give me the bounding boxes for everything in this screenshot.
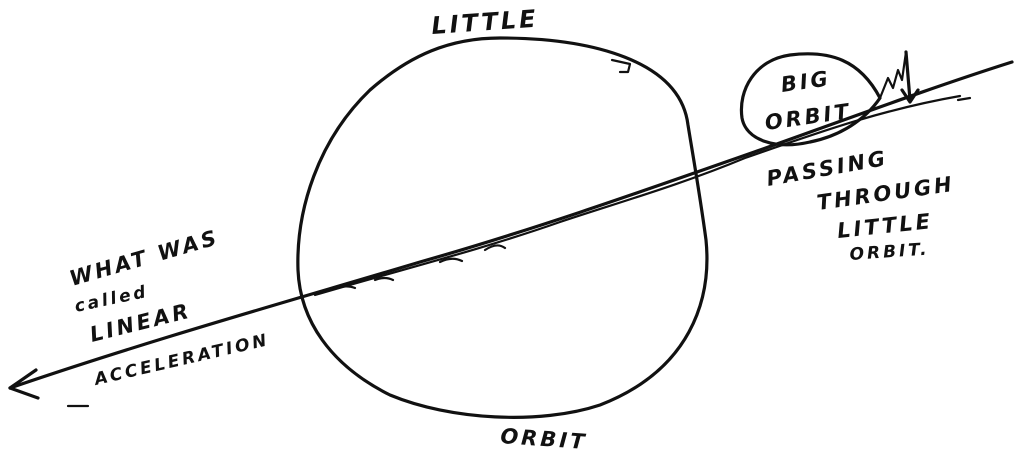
label-orbit-2: ORBIT.: [849, 239, 930, 265]
orbit-direction-tick: [612, 60, 630, 72]
label-big: BIG: [779, 66, 832, 97]
label-orbit: ORBIT: [500, 424, 589, 449]
label-little: LITTLE: [430, 5, 539, 40]
little-orbit-circle: [298, 38, 707, 417]
label-big-orbit: ORBIT: [763, 99, 853, 135]
label-little-2: LITTLE: [836, 209, 934, 243]
upper-right-dash: [958, 98, 970, 100]
label-what-was: WHAT WAS: [67, 225, 222, 291]
